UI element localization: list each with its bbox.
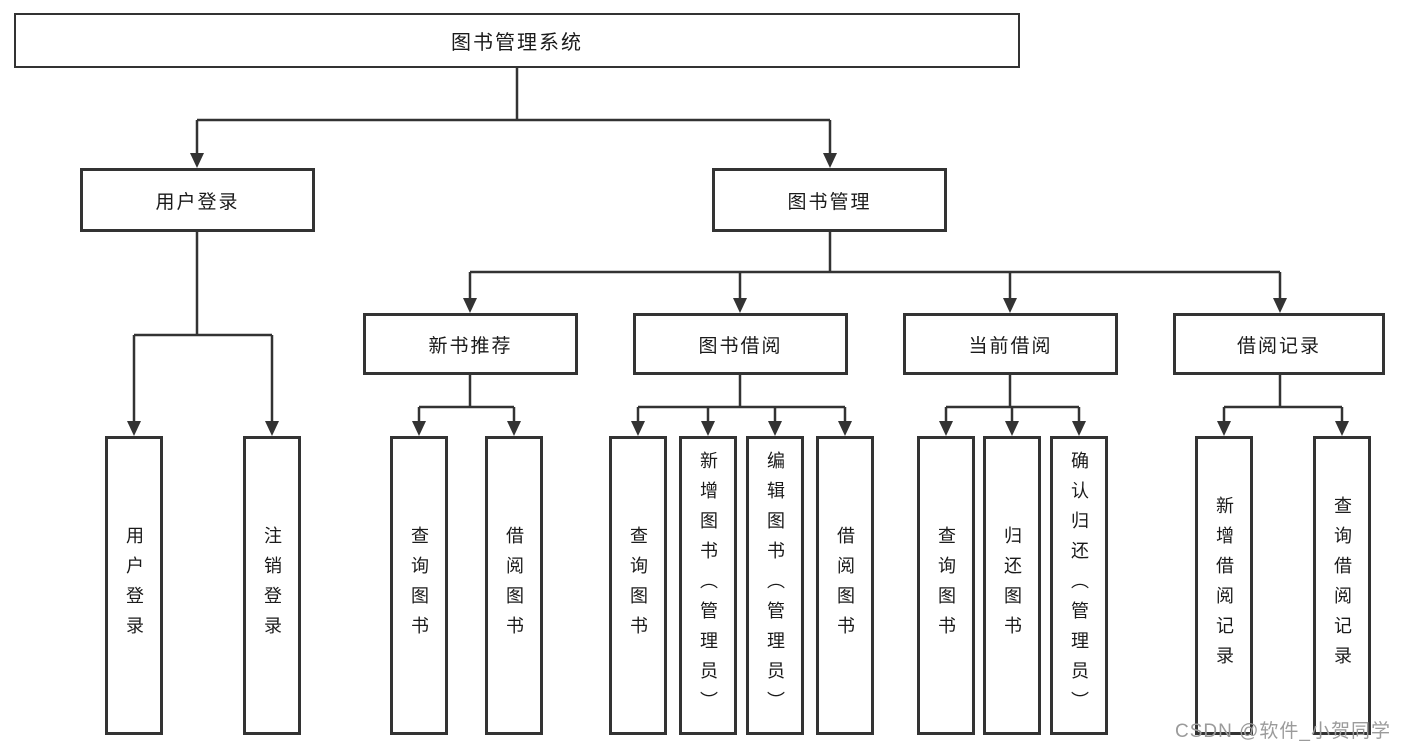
leaf-bb-query-books: 查询图书: [609, 436, 667, 735]
leaf-bb-borrow-books-label: 借阅图书: [835, 525, 855, 646]
leaf-cb-confirm-return-admin-label: 确认归还（管理员）: [1069, 450, 1089, 721]
leaf-br-query-record: 查询借阅记录: [1313, 436, 1371, 735]
connector-current-borrow: [944, 375, 1081, 422]
arrowhead: [939, 421, 953, 436]
leaf-logout-label: 注销登录: [262, 525, 282, 646]
node-borrow-records: 借阅记录: [1173, 313, 1385, 375]
leaf-br-query-record-label: 查询借阅记录: [1332, 495, 1352, 676]
arrowhead: [1005, 421, 1019, 436]
leaf-bb-add-books-admin-label: 新增图书（管理员）: [698, 450, 718, 721]
arrowhead: [701, 421, 715, 436]
leaf-nb-borrow-books: 借阅图书: [485, 436, 543, 735]
arrowhead: [838, 421, 852, 436]
arrowhead: [768, 421, 782, 436]
leaf-cb-confirm-return-admin: 确认归还（管理员）: [1050, 436, 1108, 735]
node-user-login-label: 用户登录: [155, 191, 240, 213]
arrowhead: [190, 153, 204, 168]
connector-user-login: [132, 232, 274, 422]
arrowhead: [1273, 298, 1287, 313]
node-root-system: 图书管理系统: [14, 13, 1020, 68]
node-current-borrow: 当前借阅: [903, 313, 1118, 375]
node-borrow-records-label: 借阅记录: [1236, 335, 1321, 357]
leaf-bb-query-books-label: 查询图书: [628, 525, 648, 646]
leaf-bb-borrow-books: 借阅图书: [816, 436, 874, 735]
leaf-nb-query-books-label: 查询图书: [409, 525, 429, 646]
node-root-label: 图书管理系统: [451, 32, 583, 54]
arrowhead: [412, 421, 426, 436]
connector-book-management: [468, 232, 1282, 299]
node-book-borrow: 图书借阅: [633, 313, 848, 375]
node-book-borrow-label: 图书借阅: [698, 335, 783, 357]
leaf-cb-return-books: 归还图书: [983, 436, 1041, 735]
connector-borrow-records: [1222, 375, 1344, 422]
leaf-bb-add-books-admin: 新增图书（管理员）: [679, 436, 737, 735]
arrowhead: [127, 421, 141, 436]
leaf-cb-return-books-label: 归还图书: [1002, 525, 1022, 646]
connector-new-book-recommend: [417, 375, 516, 422]
leaf-br-add-record: 新增借阅记录: [1195, 436, 1253, 735]
leaf-logout: 注销登录: [243, 436, 301, 735]
arrowhead: [1003, 298, 1017, 313]
leaf-bb-edit-books-admin-label: 编辑图书（管理员）: [765, 450, 785, 721]
arrowhead: [507, 421, 521, 436]
arrowhead: [823, 153, 837, 168]
leaf-cb-query-books: 查询图书: [917, 436, 975, 735]
node-current-borrow-label: 当前借阅: [968, 335, 1053, 357]
arrowhead: [1335, 421, 1349, 436]
csdn-watermark: CSDN @软件_小贺同学: [1175, 721, 1391, 742]
node-new-book-recommend: 新书推荐: [363, 313, 578, 375]
node-user-login: 用户登录: [80, 168, 315, 232]
arrowhead: [1217, 421, 1231, 436]
arrowhead: [463, 298, 477, 313]
leaf-cb-query-books-label: 查询图书: [936, 525, 956, 646]
connector-book-borrow: [636, 375, 847, 422]
leaf-user-login-label: 用户登录: [124, 525, 144, 646]
node-new-book-recommend-label: 新书推荐: [428, 335, 513, 357]
leaf-user-login: 用户登录: [105, 436, 163, 735]
node-book-management: 图书管理: [712, 168, 947, 232]
leaf-nb-query-books: 查询图书: [390, 436, 448, 735]
arrowhead: [265, 421, 279, 436]
leaf-bb-edit-books-admin: 编辑图书（管理员）: [746, 436, 804, 735]
arrowhead: [631, 421, 645, 436]
connector-root: [195, 68, 832, 154]
leaf-br-add-record-label: 新增借阅记录: [1214, 495, 1234, 676]
arrowhead: [733, 298, 747, 313]
leaf-nb-borrow-books-label: 借阅图书: [504, 525, 524, 646]
arrowhead: [1072, 421, 1086, 436]
node-book-management-label: 图书管理: [787, 191, 872, 213]
